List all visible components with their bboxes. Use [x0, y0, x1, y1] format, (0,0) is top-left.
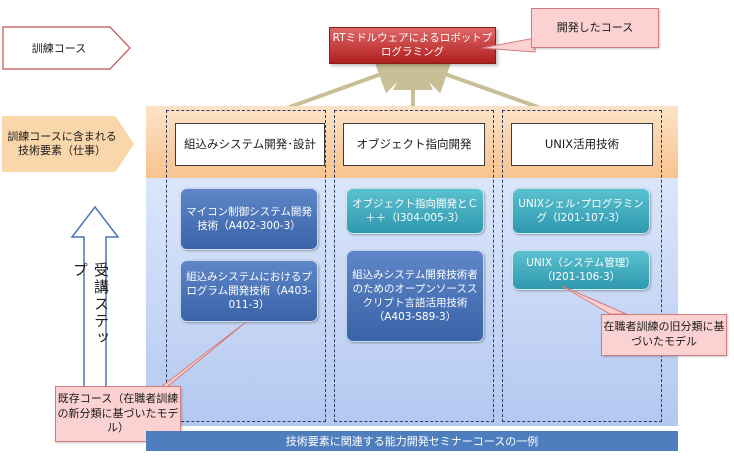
footer-caption: 技術要素に関連する能力開発セミナーコースの一例: [146, 431, 678, 451]
course-oop-cpp: オブジェクト指向開発とＣ＋＋（I304-005-3）: [346, 188, 484, 234]
developed-course-box: RTミドルウェアによるロボットプログラミング: [329, 27, 496, 64]
column-outline-embedded: [166, 110, 326, 422]
element-unix: UNIX活用技術: [511, 123, 653, 166]
element-embedded-systems: 組込みシステム開発･設計: [175, 123, 325, 166]
callout-new-model: 既存コース（在職者訓練の新分類に基づいたモデル）: [55, 386, 181, 442]
course-microcontroller: マイコン制御システム開発技術（A402-300-3）: [180, 188, 318, 250]
column-outline-object: [334, 110, 494, 422]
callout-old-model: 在職者訓練の旧分類に基づいたモデル: [601, 314, 727, 356]
training-course-label: 訓練コース: [31, 42, 87, 55]
course-unix-shell: UNIXシェル･プログラミング（I201-107-3）: [512, 188, 650, 234]
course-script-language: 組込みシステム開発技術者のためのオープンソーススクリプト言語活用技術（A403-…: [346, 250, 484, 342]
tech-elements-label: 訓練コースに含まれる技術要素（仕事）: [2, 116, 134, 172]
callout-developed: 開発したコース: [531, 8, 659, 48]
training-course-arrow-shape: [2, 26, 131, 70]
element-object-oriented: オブジェクト指向開発: [343, 123, 485, 166]
steps-label: 受講ステップ: [71, 262, 110, 347]
course-unix-admin: UNIX（システム管理）（I201-106-3）: [512, 250, 650, 290]
column-outline-unix: [502, 110, 662, 422]
course-embedded-programming: 組込みシステムにおけるプログラム開発技術（A403-011-3）: [180, 260, 318, 322]
